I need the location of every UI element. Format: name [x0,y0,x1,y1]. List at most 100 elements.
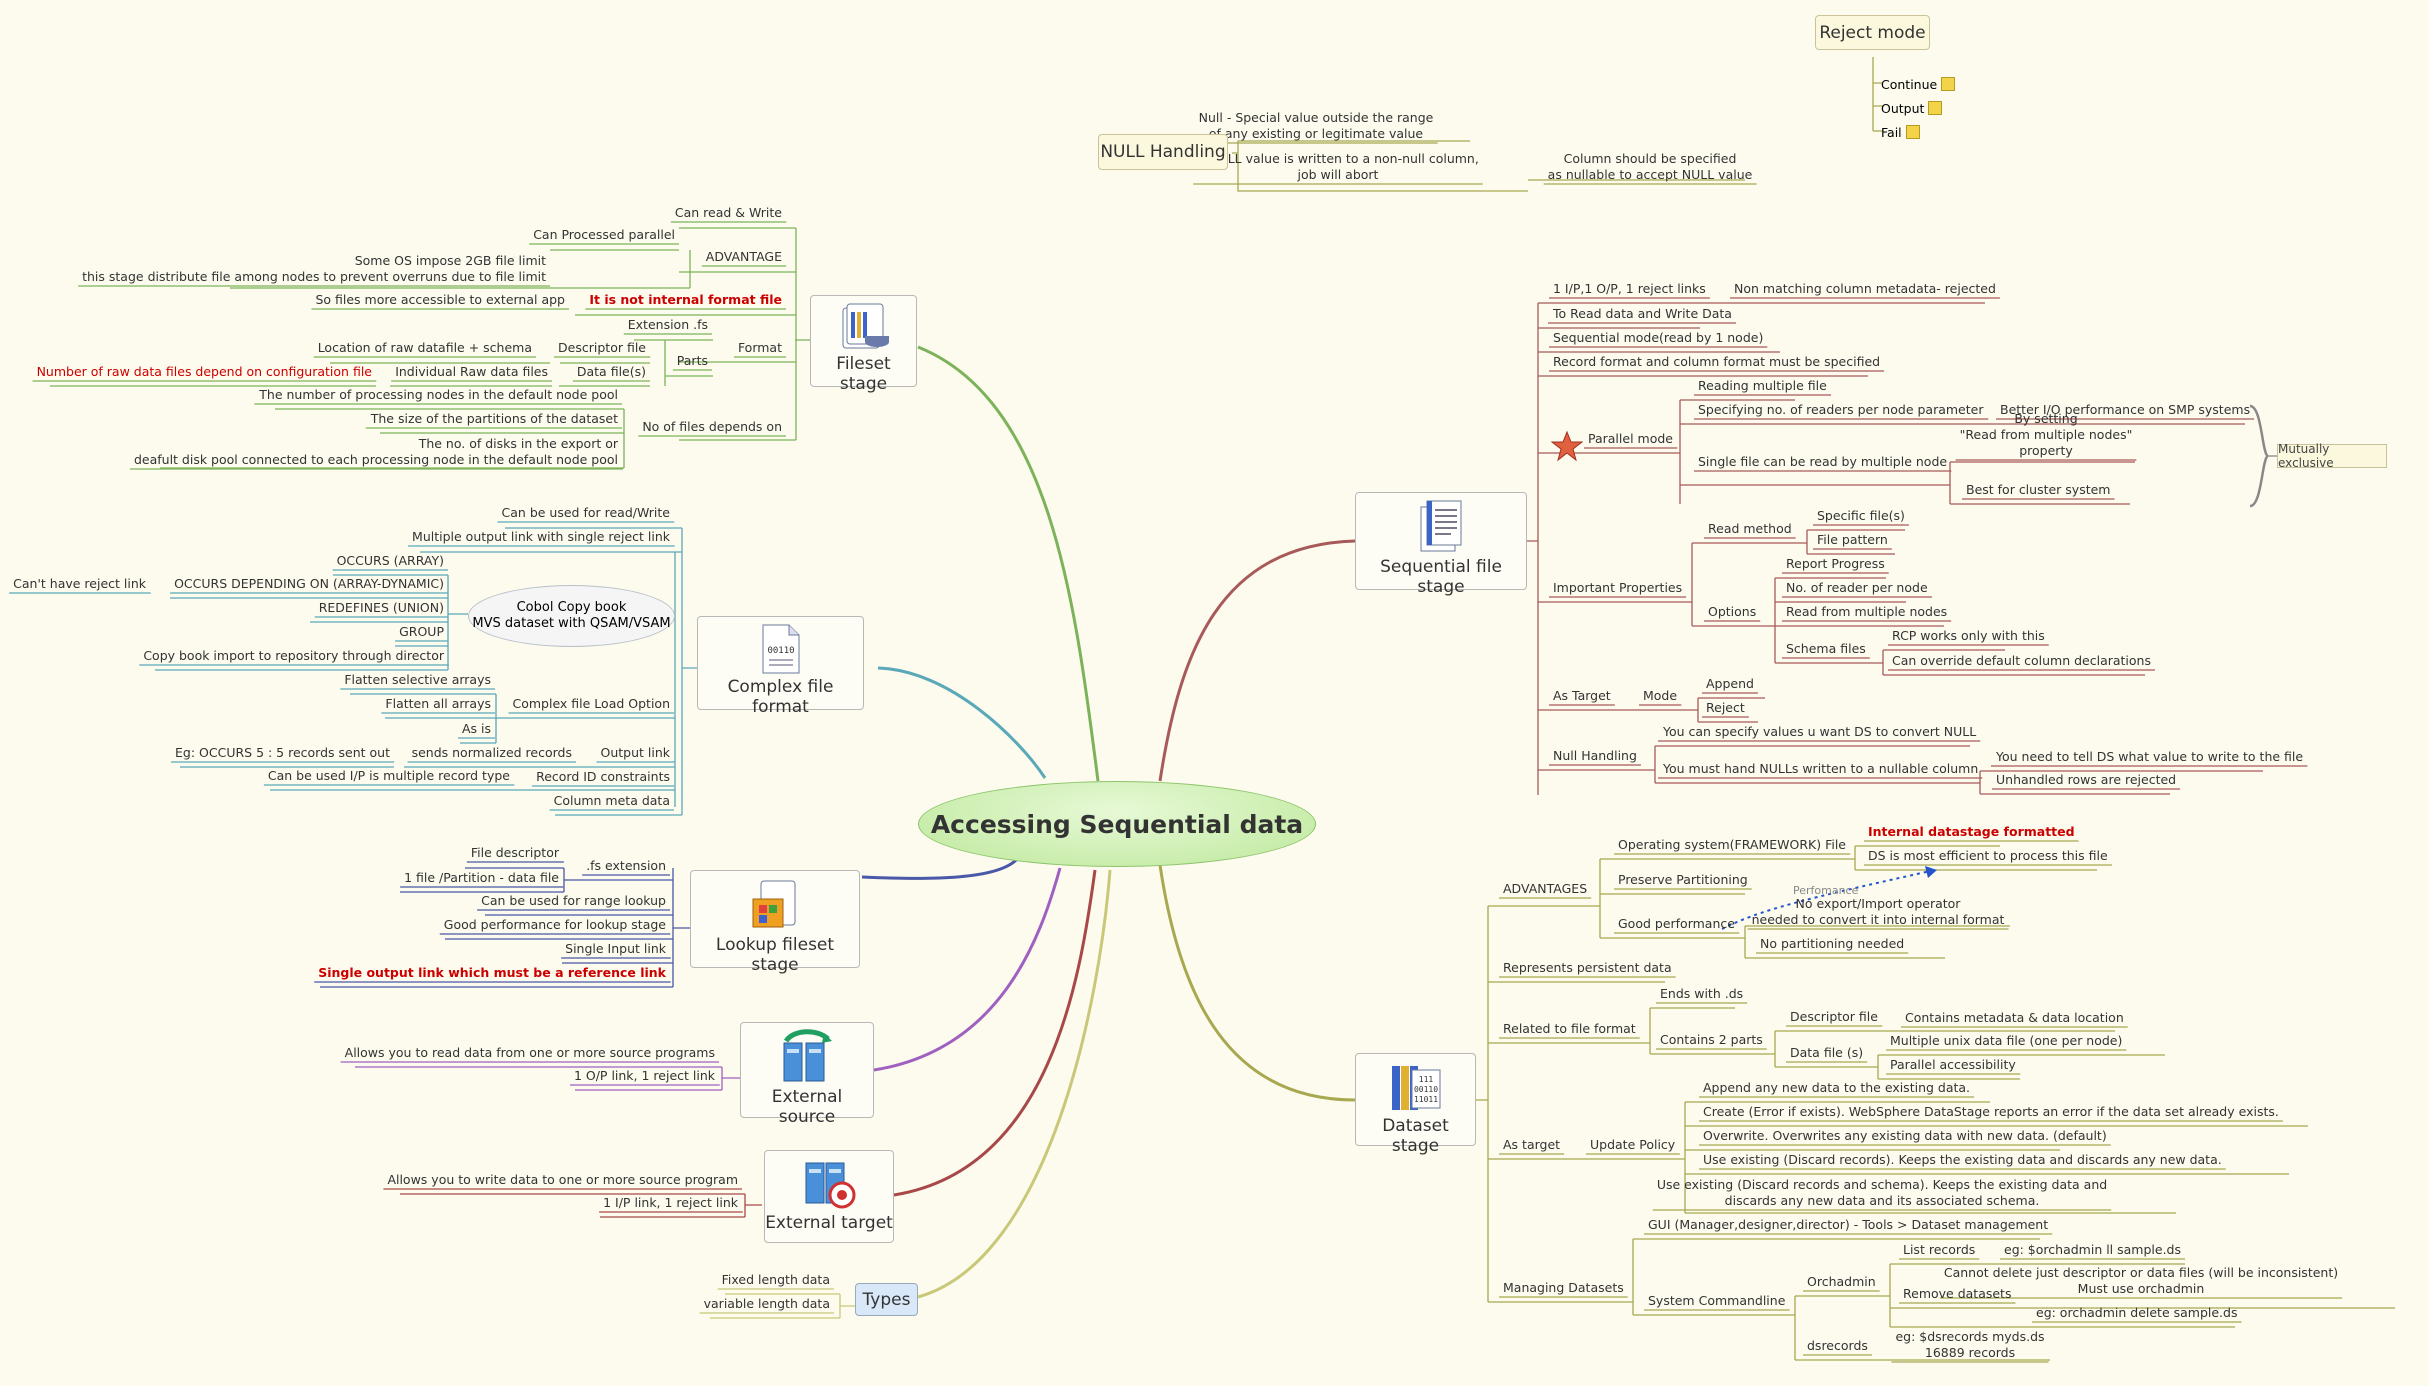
branch-label[interactable]: Non matching column metadata- rejected [1734,281,1996,296]
lookup-fileset-stage-topic[interactable]: Lookup fileset stage [690,870,860,975]
branch-label[interactable]: By setting"Read from multiple nodes"prop… [1960,411,2133,458]
branch-label[interactable]: Overwrite. Overwrites any existing data … [1703,1128,2107,1143]
branch-label[interactable]: Options [1708,604,1756,619]
branch-label[interactable]: No partitioning needed [1760,936,1904,951]
branch-label[interactable]: 1 O/P link, 1 reject link [574,1068,716,1083]
branch-label[interactable]: Number of raw data files depend on confi… [37,364,373,379]
branch-label[interactable]: Unhandled rows are rejected [1996,772,2176,787]
branch-label[interactable]: Eg: OCCURS 5 : 5 records sent out [175,745,390,760]
branch-label[interactable]: Good performance [1618,916,1735,931]
branch-label[interactable]: Extension .fs [628,317,708,332]
branch-label[interactable]: GUI (Manager,designer,director) - Tools … [1648,1217,2048,1232]
branch-label[interactable]: OCCURS DEPENDING ON (ARRAY-DYNAMIC) [174,576,444,591]
branch-label[interactable]: Cannot delete just descriptor or data fi… [1944,1265,2338,1296]
branch-label[interactable]: Can be used for range lookup [481,893,666,908]
sequential-file-stage-topic[interactable]: Sequential file stage [1355,492,1527,597]
branch-label[interactable]: Individual Raw data files [395,364,548,379]
types-topic[interactable]: Types [855,1283,918,1316]
branch-label[interactable]: As is [462,721,491,736]
branch-label[interactable]: ADVANTAGES [1503,881,1587,896]
branch-label[interactable]: Related to file format [1503,1021,1636,1036]
branch-label[interactable]: Append any new data to the existing data… [1703,1080,1970,1095]
branch-label[interactable]: Can be used I/P is multiple record type [268,768,510,783]
branch-label[interactable]: The number of processing nodes in the de… [258,387,618,402]
branch-label[interactable]: variable length data [704,1296,830,1311]
branch-label[interactable]: Record format and column format must be … [1553,354,1880,369]
branch-label[interactable]: Format [738,340,782,355]
branch-label[interactable]: If NULL value is written to a non-null c… [1197,151,1479,182]
branch-label[interactable]: So files more accessible to external app [315,292,565,307]
branch-label[interactable]: Single file can be read by multiple node [1698,454,1947,469]
branch-label[interactable]: Column meta data [554,793,670,808]
branch-label[interactable]: Descriptor file [558,340,646,355]
branch-label[interactable]: DS is most efficient to process this fil… [1868,848,2108,863]
branch-label[interactable]: 1 I/P,1 O/P, 1 reject links [1553,281,1706,296]
branch-label[interactable]: Parallel accessibility [1890,1057,2016,1072]
branch-label[interactable]: Flatten selective arrays [344,672,491,687]
external-target-topic[interactable]: External target [764,1150,894,1243]
branch-label[interactable]: Location of raw datafile + schema [318,340,532,355]
branch-label[interactable]: eg: $orchadmin ll sample.ds [2004,1242,2181,1257]
branch-label[interactable]: REDEFINES (UNION) [319,600,444,615]
branch-label[interactable]: Can read & Write [675,205,782,220]
branch-label[interactable]: Ends with .ds [1660,986,1743,1001]
branch-label[interactable]: It is not internal format file [589,292,782,307]
branch-label[interactable]: Read from multiple nodes [1786,604,1947,619]
branch-label[interactable]: Allows you to write data to one or more … [387,1172,738,1187]
branch-label[interactable]: Read method [1708,521,1792,536]
branch-label[interactable]: sends normalized records [412,745,572,760]
external-source-topic[interactable]: External source [740,1022,874,1127]
branch-label[interactable]: Null Handling [1553,748,1637,763]
branch-label[interactable]: Fixed length data [722,1272,830,1287]
branch-label[interactable]: Sequential mode(read by 1 node) [1553,330,1763,345]
branch-label[interactable]: .fs extension [586,858,666,873]
branch-label[interactable]: Can override default column declarations [1892,653,2151,668]
branch-label[interactable]: Contains 2 parts [1660,1032,1763,1047]
branch-label[interactable]: Better I/O performance on SMP systems [2000,402,2250,417]
branch-label[interactable]: Multiple unix data file (one per node) [1890,1033,2122,1048]
branch-label[interactable]: Reading multiple file [1698,378,1827,393]
branch-label[interactable]: Operating system(FRAMEWORK) File [1618,837,1846,852]
branch-label[interactable]: Managing Datasets [1503,1280,1624,1295]
branch-label[interactable]: Orchadmin [1807,1274,1876,1289]
branch-label[interactable]: Represents persistent data [1503,960,1672,975]
branch-label[interactable]: You must hand NULLs written to a nullabl… [1662,761,1978,776]
branch-label[interactable]: Use existing (Discard records). Keeps th… [1703,1152,2222,1167]
branch-label[interactable]: Record ID constraints [536,769,670,784]
branch-label[interactable]: List records [1903,1242,1975,1257]
branch-label[interactable]: Can Processed parallel [533,227,675,242]
fileset-stage-topic[interactable]: Fileset stage [810,295,917,394]
branch-label[interactable]: Schema files [1786,641,1866,656]
branch-label[interactable]: File pattern [1817,532,1888,547]
branch-label[interactable]: Complex file Load Option [513,696,671,711]
dataset-stage-topic[interactable]: 111 00110 11011 Dataset stage [1355,1053,1476,1156]
branch-label[interactable]: Internal datastage formatted [1868,824,2075,839]
branch-label[interactable]: Descriptor file [1790,1009,1878,1024]
reject-mode-item[interactable]: Continue [1881,73,1956,97]
cobol-copybook-node[interactable]: Cobol Copy book MVS dataset with QSAM/VS… [468,585,675,647]
branch-label[interactable]: Flatten all arrays [385,696,491,711]
branch-label[interactable]: 1 I/P link, 1 reject link [603,1195,739,1210]
branch-label[interactable]: Parts [677,353,708,368]
branch-label[interactable]: dsrecords [1807,1338,1868,1353]
branch-label[interactable]: OCCURS (ARRAY) [337,553,444,568]
branch-label[interactable]: No of files depends on [642,419,782,434]
branch-label[interactable]: Use existing (Discard records and schema… [1657,1177,2107,1208]
branch-label[interactable]: Good performance for lookup stage [444,917,667,932]
branch-label[interactable]: Output link [600,745,670,760]
branch-label[interactable]: To Read data and Write Data [1552,306,1732,321]
branch-label[interactable]: You need to tell DS what value to write … [1995,749,2303,764]
branch-label[interactable]: Important Properties [1553,580,1682,595]
null-handling-topic[interactable]: NULL Handling [1098,134,1228,170]
branch-label[interactable]: RCP works only with this [1892,628,2045,643]
branch-label[interactable]: Append [1706,676,1754,691]
branch-label[interactable]: eg: orchadmin delete sample.ds [2036,1305,2237,1320]
branch-label[interactable]: Preserve Partitioning [1618,872,1748,887]
complex-file-format-topic[interactable]: 00110 Complex file format [697,616,864,717]
branch-label[interactable]: 1 file /Partition - data file [404,870,559,885]
